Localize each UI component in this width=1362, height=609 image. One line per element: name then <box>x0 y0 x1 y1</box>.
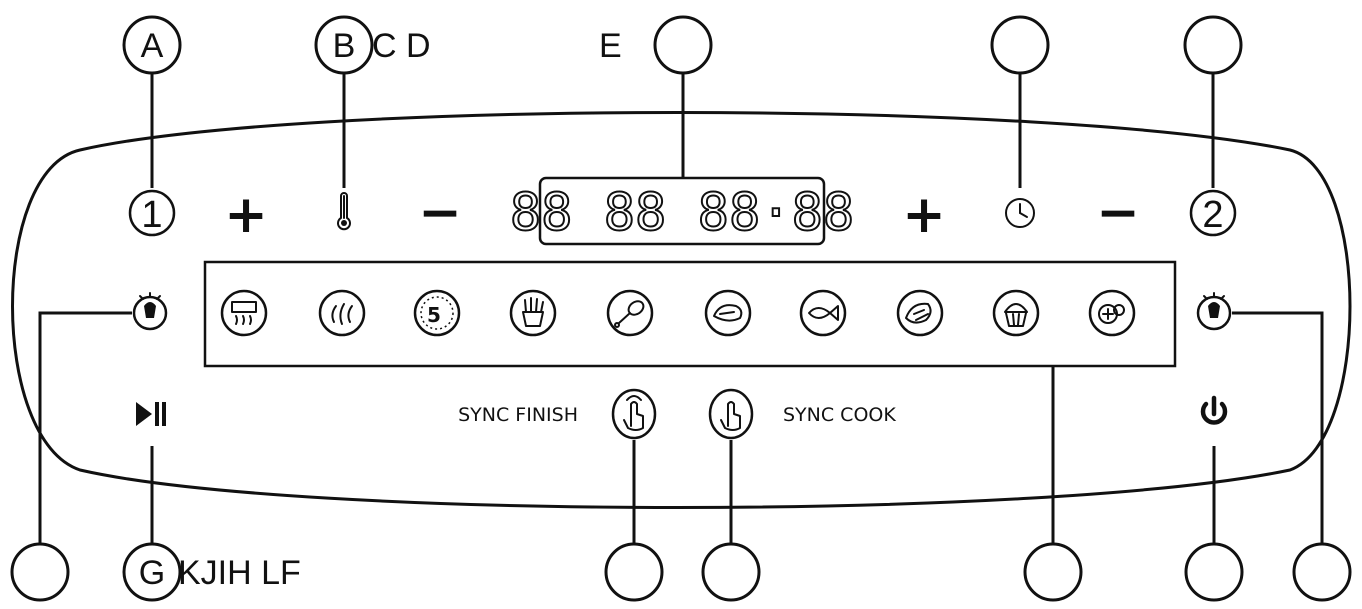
temp-minus-button[interactable]: − <box>418 183 462 243</box>
thermometer-icon <box>337 192 351 231</box>
svg-text:1: 1 <box>141 194 162 236</box>
play-pause-button[interactable] <box>136 402 166 426</box>
panel-outline <box>11 111 1352 509</box>
light-1-button[interactable] <box>132 292 168 331</box>
svg-text:88 88 88·88: 88 88 88·88 <box>510 183 854 243</box>
temp-plus-button[interactable]: + <box>224 185 268 245</box>
callout-e <box>653 15 713 186</box>
preset-timer-5-icon[interactable]: 5 <box>413 289 461 337</box>
callout-a: A <box>122 15 182 188</box>
callout-label-c-d: C D <box>372 27 431 65</box>
preset-steak-icon[interactable] <box>704 289 752 337</box>
callout-bottom-sync-cook <box>701 542 761 602</box>
callout-bottom-light-2 <box>1292 542 1352 602</box>
svg-text:B: B <box>333 27 356 65</box>
callout-clock <box>990 15 1050 188</box>
callout-g: G <box>122 542 182 602</box>
clock-icon <box>1005 198 1035 228</box>
time-minus-button[interactable]: − <box>1096 183 1140 243</box>
svg-text:G: G <box>139 554 165 592</box>
lead-light-1 <box>38 311 132 545</box>
lead-light-2 <box>1232 311 1324 545</box>
preset-broil-icon[interactable] <box>220 289 268 337</box>
sync-finish-label: SYNC FINISH <box>458 404 578 426</box>
time-plus-button[interactable]: + <box>902 185 946 245</box>
svg-text:5: 5 <box>427 303 441 327</box>
power-button[interactable] <box>1200 395 1228 425</box>
callout-label-kjih-lf: KJIH LF <box>178 554 301 592</box>
svg-text:2: 2 <box>1202 194 1223 236</box>
callout-label-e: E <box>599 27 622 65</box>
callout-bottom-power <box>1184 542 1244 602</box>
callout-bottom-preset <box>1023 542 1083 602</box>
callout-bottom-1 <box>10 542 70 602</box>
digital-display: 88 88 88·88 <box>509 176 855 246</box>
zone-1-button[interactable]: 1 <box>128 189 176 237</box>
sync-finish-button[interactable] <box>611 388 657 440</box>
preset-dehydrate-icon[interactable] <box>318 289 366 337</box>
callout-bottom-sync-finish <box>604 542 664 602</box>
light-2-button[interactable] <box>1196 292 1232 331</box>
callout-b: B <box>314 15 374 188</box>
preset-cupcake-icon[interactable] <box>992 289 1040 337</box>
preset-vegetables-icon[interactable] <box>896 289 944 337</box>
sync-cook-label: SYNC COOK <box>783 404 896 426</box>
preset-fries-icon[interactable] <box>509 289 557 337</box>
preset-reheat-icon[interactable] <box>1088 289 1136 337</box>
callout-zone-2 <box>1183 15 1243 188</box>
sync-cook-button[interactable] <box>708 388 754 440</box>
preset-chicken-leg-icon[interactable] <box>606 289 654 337</box>
zone-2-button[interactable]: 2 <box>1189 189 1237 237</box>
preset-fish-icon[interactable] <box>799 289 847 337</box>
svg-text:A: A <box>141 27 164 65</box>
